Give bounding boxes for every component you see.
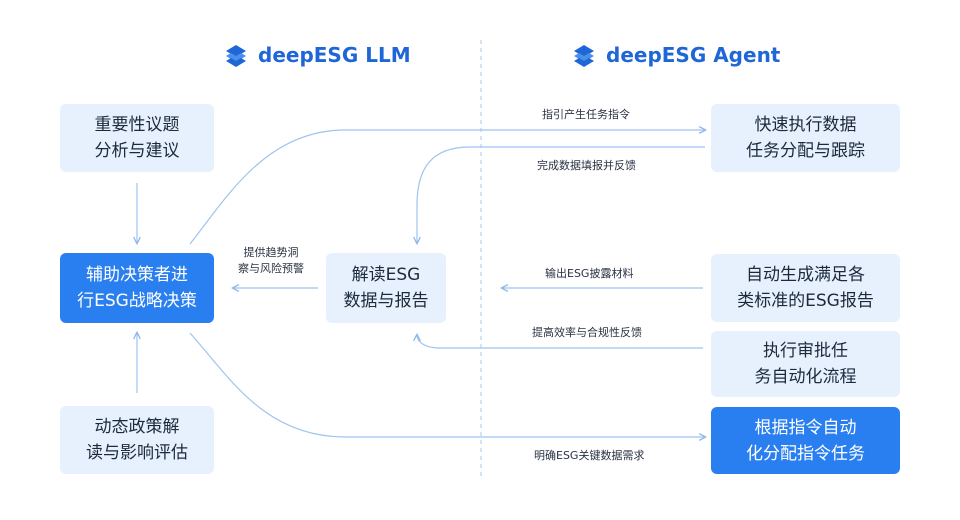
label-guide-task: 指引产生任务指令 bbox=[542, 108, 630, 121]
arrow-feedback-to-center bbox=[417, 146, 705, 243]
brand-agent-text: deepESG Agent bbox=[606, 43, 781, 67]
brand-deepesg-llm: deepESG LLM bbox=[222, 40, 411, 70]
brand-llm-text: deepESG LLM bbox=[258, 43, 411, 67]
box-approval-automation: 执行审批任 务自动化流程 bbox=[711, 331, 900, 397]
arrow-llm-to-assign bbox=[189, 332, 705, 437]
label-data-feedback: 完成数据填报并反馈 bbox=[537, 159, 636, 172]
box-materiality-analysis: 重要性议题 分析与建议 bbox=[60, 104, 214, 172]
box-auto-assign: 根据指令自动 化分配指令任务 bbox=[711, 407, 900, 474]
box-interpret-esg: 解读ESG 数据与报告 bbox=[326, 253, 446, 323]
box-report-generation: 自动生成满足各 类标准的ESG报告 bbox=[711, 254, 900, 322]
layered-leaf-logo-icon bbox=[226, 45, 246, 67]
label-trend-insight: 提供趋势洞 察与风险预警 bbox=[238, 246, 304, 275]
box-task-tracking: 快速执行数据 任务分配与跟踪 bbox=[711, 104, 900, 172]
layered-leaf-logo-icon bbox=[574, 45, 594, 67]
arrow-llm-to-execute bbox=[189, 130, 705, 245]
box-decision-support: 辅助决策者进 行ESG战略决策 bbox=[60, 253, 214, 323]
label-key-data-needs: 明确ESG关键数据需求 bbox=[534, 449, 645, 462]
brand-deepesg-agent: deepESG Agent bbox=[570, 40, 780, 70]
label-esg-disclosure: 输出ESG披露材料 bbox=[545, 267, 634, 280]
label-efficiency-feedback: 提高效率与合规性反馈 bbox=[532, 326, 642, 339]
arrow-approval-to-center bbox=[417, 335, 703, 349]
box-policy-interpretation: 动态政策解 读与影响评估 bbox=[60, 406, 214, 474]
